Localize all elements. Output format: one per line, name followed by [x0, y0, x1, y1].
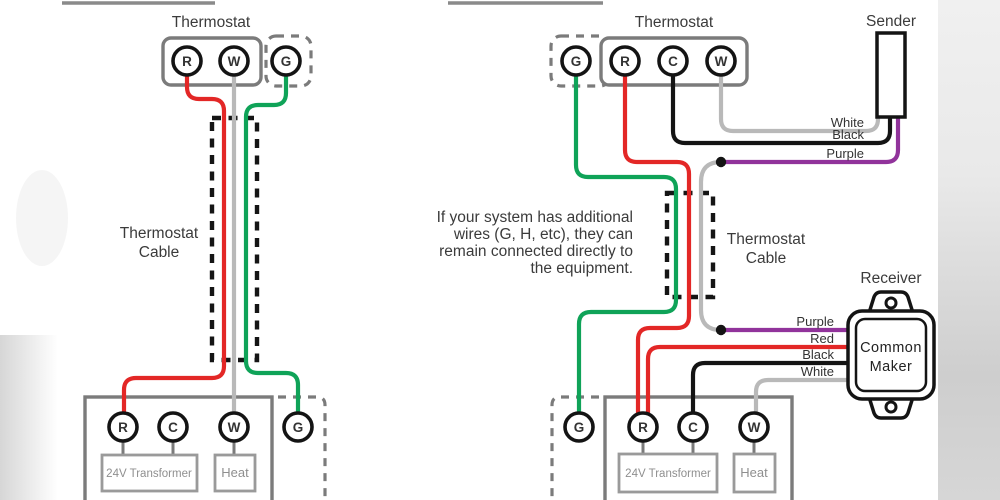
right-green-wire	[573, 75, 679, 414]
right-equipment-terminal-g: G	[563, 411, 595, 443]
svg-text:R: R	[638, 420, 648, 435]
left-thermostat-terminal-r: R	[171, 45, 203, 77]
bottom-junction-dot	[715, 324, 727, 336]
svg-text:W: W	[228, 54, 241, 69]
svg-text:G: G	[571, 54, 582, 69]
right-cable-label-line1: Thermostat	[727, 231, 806, 248]
common-maker-inner-box	[854, 317, 928, 393]
top-junction-dot	[715, 156, 727, 168]
left-cable-label-line2: Cable	[139, 244, 180, 261]
receiver-wire-label-black: Black	[802, 347, 834, 362]
note-text: If your system has additional wires (G, …	[437, 209, 633, 277]
common-maker-device: Common Maker	[846, 290, 936, 420]
receiver-title: Receiver	[860, 270, 921, 287]
right-thermostat-terminal-w: W	[705, 45, 737, 77]
sender-wire-label-black: Black	[832, 127, 864, 142]
svg-text:W: W	[748, 420, 761, 435]
sender-device	[875, 31, 907, 119]
right-equipment-terminal-w: W	[738, 411, 770, 443]
left-thermostat-title: Thermostat	[172, 14, 251, 31]
left-equipment-terminal-w: W	[218, 411, 250, 443]
right-transformer-label: 24V Transformer	[625, 468, 711, 480]
spare-wire-in-cable	[698, 159, 722, 333]
right-equipment-terminal-r: R	[627, 411, 659, 443]
right-terminal-stubs	[641, 441, 756, 454]
right-transformer-box	[617, 452, 719, 494]
left-equipment-dashed-extension	[278, 395, 327, 500]
svg-text:G: G	[574, 420, 585, 435]
white-wire-to-receiver	[753, 377, 852, 414]
black-wire-to-sender	[670, 75, 893, 146]
black-wire-to-receiver	[690, 360, 852, 414]
svg-text:the equipment.: the equipment.	[530, 260, 633, 277]
svg-text:wires (G, H, etc), they can: wires (G, H, etc), they can	[453, 226, 633, 243]
left-equipment-terminal-r: R	[107, 411, 139, 443]
right-edge-shadow	[938, 0, 1000, 500]
left-red-wire	[121, 75, 227, 414]
right-red-wire-thermostat-to-equipment	[622, 75, 692, 414]
left-heat-box	[213, 453, 257, 493]
purple-wire-from-sender	[721, 117, 901, 165]
left-equipment-terminal-g: G	[282, 411, 314, 443]
receiver-wire-label-white: White	[801, 364, 834, 379]
left-transformer-label: 24V Transformer	[106, 468, 192, 480]
common-maker-label-line2: Maker	[870, 359, 913, 375]
left-heat-label: Heat	[221, 465, 249, 480]
right-equipment-terminal-c: C	[677, 411, 709, 443]
left-thermostat-terminal-w: W	[218, 45, 250, 77]
svg-text:C: C	[688, 420, 698, 435]
sender-wire-label-purple: Purple	[826, 146, 864, 161]
right-equipment-dashed-extension	[550, 395, 599, 500]
left-thermostat-terminal-g: G	[270, 45, 302, 77]
right-optional-g-dashed-box	[549, 34, 612, 88]
mount-hole-top	[884, 296, 898, 310]
svg-text:W: W	[228, 420, 241, 435]
left-optional-g-dashed-box	[264, 34, 313, 88]
sender-title: Sender	[866, 13, 916, 30]
left-transformer-box	[100, 453, 199, 493]
svg-text:G: G	[293, 420, 304, 435]
svg-text:R: R	[620, 54, 630, 69]
right-heat-label: Heat	[740, 465, 768, 480]
right-thermostat-title: Thermostat	[635, 14, 714, 31]
left-green-wire	[243, 75, 301, 414]
mount-hole-bottom	[884, 400, 898, 414]
svg-text:remain connected directly to: remain connected directly to	[439, 243, 633, 260]
right-heat-box	[732, 452, 777, 494]
receiver-wire-label-red: Red	[810, 331, 834, 346]
svg-text:If your system has additional: If your system has additional	[437, 209, 633, 226]
left-edge-shadow	[0, 335, 58, 500]
right-cable-label-line2: Cable	[746, 250, 787, 267]
white-wire-to-sender	[718, 75, 881, 134]
left-equipment-terminal-c: C	[157, 411, 189, 443]
common-maker-label-line1: Common	[860, 340, 922, 356]
left-terminal-stubs	[121, 441, 236, 455]
left-cable-label-line1: Thermostat	[120, 225, 199, 242]
svg-text:R: R	[182, 54, 192, 69]
common-maker-outer-box	[846, 309, 936, 401]
receiver-wire-label-purple: Purple	[796, 314, 834, 329]
sender-wire-label-white: White	[831, 115, 864, 130]
svg-text:C: C	[668, 54, 678, 69]
left-edge-smudge	[16, 170, 68, 266]
right-diagram: Thermostat Sender Thermostat Cable If yo…	[437, 13, 936, 500]
right-thermostat-terminal-r: R	[609, 45, 641, 77]
left-diagram: Thermostat Thermostat Cable 24V Transfor…	[83, 14, 327, 500]
svg-text:W: W	[715, 54, 728, 69]
right-thermostat-terminal-c: C	[657, 45, 689, 77]
svg-text:G: G	[281, 54, 292, 69]
red-wire-to-receiver	[645, 344, 852, 414]
right-thermostat-terminal-g: G	[560, 45, 592, 77]
svg-text:R: R	[118, 420, 128, 435]
svg-text:C: C	[168, 420, 178, 435]
